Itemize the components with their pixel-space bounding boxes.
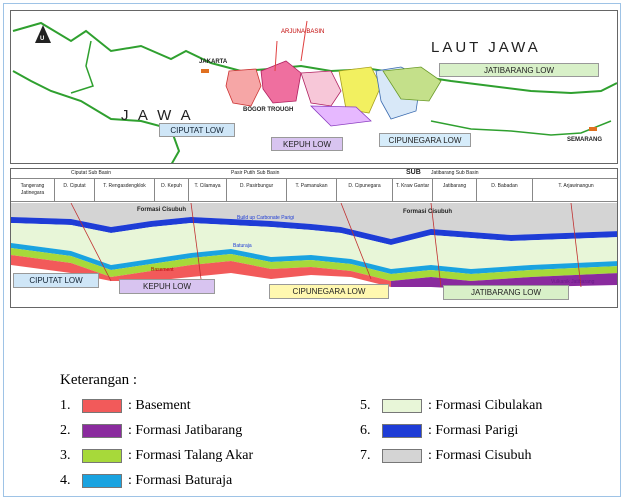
land-label: J A W A xyxy=(121,107,194,124)
section-ciputat-low: CIPUTAT LOW xyxy=(13,273,99,288)
legend-swatch-baturaja xyxy=(82,474,122,488)
col-pasirbungur: D. Pasirbungur xyxy=(227,179,287,201)
col-cilamaya: T. Cilamaya xyxy=(189,179,227,201)
map-cipunegara-low: CIPUNEGARA LOW xyxy=(379,133,471,147)
col-babadan: D. Babadan xyxy=(477,179,533,201)
cross-section: Ciputat Sub Basin Pasir Putih Sub Basin … xyxy=(10,168,618,308)
legend-title: Keterangan : xyxy=(60,372,138,388)
legend-swatch-cibulakan xyxy=(382,399,422,413)
legend-swatch-jatibarang xyxy=(82,424,122,438)
legend-label-parigi: : Formasi Parigi xyxy=(428,423,519,438)
sub-basin-ciputat: Ciputat Sub Basin xyxy=(71,170,112,176)
label-baturaja: Baturaja xyxy=(233,243,252,249)
label-basement: Basement xyxy=(151,267,174,273)
section-kepuh-low: KEPUH LOW xyxy=(119,279,215,294)
label-cisubuh-left: Formasi Cisubuh xyxy=(137,207,187,213)
legend-label-cisubuh: : Formasi Cisubuh xyxy=(428,448,532,463)
col-tangerang: Tangerang Jatinegara xyxy=(11,179,55,201)
bogor-trough-label: BOGOR TROUGH xyxy=(243,107,294,113)
map-jatibarang-low: JATIBARANG LOW xyxy=(439,63,599,77)
legend-label-talang-akar: : Formasi Talang Akar xyxy=(128,448,254,463)
map-drawing xyxy=(12,20,617,163)
section-cipunegara-low: CIPUNEGARA LOW xyxy=(269,284,389,299)
legend-swatch-cisubuh xyxy=(382,449,422,463)
label-parigi: Build up Carbonate Parigi xyxy=(237,215,294,221)
arjuna-basin-label: ARJUNA BASIN xyxy=(281,29,325,35)
legend-num-4: 4. xyxy=(60,473,71,488)
sub-basin-jatibarang: Jatibarang Sub Basin xyxy=(431,170,479,176)
legend-label-cibulakan: : Formasi Cibulakan xyxy=(428,398,543,413)
col-rengasdengklok: T. Rengasdengklok xyxy=(95,179,155,201)
column-header-row: Tangerang Jatinegara D. Ciputat T. Renga… xyxy=(11,178,617,202)
location-map: U ARJUNA BASIN LAUT JAWA J A W A JAKARTA… xyxy=(10,10,618,164)
legend-num-1: 1. xyxy=(60,398,71,413)
legend-num-3: 3. xyxy=(60,448,71,463)
legend-swatch-talang-akar xyxy=(82,449,122,463)
legend-label-basement: : Basement xyxy=(128,398,191,413)
col-arjawinangun: T. Arjawinangun xyxy=(558,183,594,189)
legend-num-5: 5. xyxy=(360,398,371,413)
jakarta-label: JAKARTA xyxy=(199,59,228,65)
label-vulkanik: Vulkanik Jatibarang xyxy=(551,279,595,285)
legend-num-6: 6. xyxy=(360,423,371,438)
map-kepuh-low: KEPUH LOW xyxy=(271,137,343,151)
legend-label-jatibarang: : Formasi Jatibarang xyxy=(128,423,243,438)
label-cisubuh-right: Formasi Cisubuh xyxy=(403,209,453,215)
legend-num-2: 2. xyxy=(60,423,71,438)
col-ciputat: D. Ciputat xyxy=(55,179,95,201)
north-arrow-letter: U xyxy=(40,36,45,42)
section-jatibarang-low: JATIBARANG LOW xyxy=(443,285,569,300)
col-jatibarang: Jatibarang xyxy=(433,179,477,201)
legend-swatch-basement xyxy=(82,399,122,413)
col-kraw-gantar: T. Kraw Gantar xyxy=(393,179,433,201)
sub-basin-pasir-putih: Pasir Putih Sub Basin xyxy=(231,170,280,176)
sub-basin-sub: SUB xyxy=(406,169,421,176)
legend-label-baturaja: : Formasi Baturaja xyxy=(128,473,233,488)
legend-num-7: 7. xyxy=(360,448,371,463)
map-ciputat-low: CIPUTAT LOW xyxy=(159,123,235,137)
semarang-label: SEMARANG xyxy=(567,137,603,143)
legend-swatch-parigi xyxy=(382,424,422,438)
sea-label: LAUT JAWA xyxy=(431,39,541,56)
col-kepuh: D. Kepuh xyxy=(155,179,189,201)
col-pamanukan: T. Pamanukan xyxy=(287,179,337,201)
col-cipunegara: D. Cipunegara xyxy=(337,179,393,201)
